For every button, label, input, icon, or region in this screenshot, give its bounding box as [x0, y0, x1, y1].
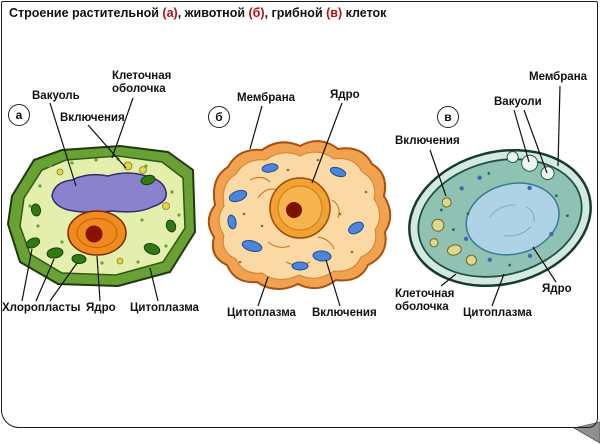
- label-plant-vacuole: Вакуоль: [32, 90, 80, 102]
- animal-nucleus-shape: [269, 177, 331, 239]
- label-fungal-vacuoles: Вакуоли: [494, 96, 542, 108]
- plant-chloroplasts-shapes: [25, 174, 177, 265]
- label-fungal-inclusions: Включения: [395, 135, 460, 147]
- fungal-nucleus-shape: [465, 182, 560, 256]
- fungal-letter-badge: в: [437, 106, 459, 128]
- label-fungal-cytoplasm: Цитоплазма: [463, 307, 532, 319]
- plant-vacuole-shape: [51, 172, 167, 214]
- fungal-letter: в: [444, 110, 452, 124]
- title-segment-b: (б): [248, 6, 265, 20]
- animal-organelles-blue: [227, 163, 364, 271]
- title-segment-v: (в): [326, 6, 343, 20]
- label-fungal-nucleus: Ядро: [542, 283, 572, 295]
- label-animal-cytoplasm: Цитоплазма: [227, 307, 296, 319]
- label-animal-membrane: Мембрана: [237, 92, 296, 104]
- animal-cell-drawing: [207, 140, 392, 290]
- label-plant-nucleus: Ядро: [86, 302, 116, 314]
- fungal-organelles-blue: [459, 175, 554, 262]
- label-animal-inclusions: Включения: [312, 307, 377, 319]
- plant-nucleus-shape: [67, 210, 127, 256]
- label-animal-nucleus: Ядро: [330, 89, 360, 101]
- title-segment-a: (а): [162, 6, 178, 20]
- plant-inclusions-dots: [56, 161, 170, 265]
- label-fungal-membrane: Мембрана: [529, 71, 588, 83]
- fungal-texture-dots: [439, 171, 569, 267]
- label-plant-cytoplasm: Цитоплазма: [130, 302, 199, 314]
- plant-letter-badge: а: [8, 104, 30, 126]
- title-segment: , грибной: [264, 6, 327, 20]
- fungal-vacuoles-shapes: [506, 151, 555, 181]
- label-plant-chloroplasts: Хлоропласты: [2, 302, 81, 314]
- fungal-inclusions-shapes: [429, 197, 477, 266]
- plant-texture-dots: [28, 157, 181, 265]
- title-segment: Строение растительной: [9, 6, 163, 20]
- title-segment: , животной: [177, 6, 249, 20]
- page-title: Строение растительной (а), животной (б),…: [9, 6, 386, 20]
- animal-texture-dots: [238, 158, 368, 264]
- animal-letter: б: [215, 110, 223, 124]
- plant-letter: а: [15, 108, 23, 122]
- fungal-nucleus-texture: [489, 204, 535, 237]
- label-plant-cell-wall: Клеточная оболочка: [112, 70, 172, 96]
- label-plant-inclusions: Включения: [60, 112, 125, 124]
- pointer-lines: [21, 85, 561, 307]
- label-fungal-cell-wall: Клеточная оболочка: [395, 288, 455, 314]
- fungal-cell-drawing: [408, 148, 592, 288]
- page-fold: [572, 421, 600, 444]
- title-segment: клеток: [342, 6, 387, 20]
- plant-cell-drawing: [6, 144, 197, 288]
- animal-letter-badge: б: [208, 106, 230, 128]
